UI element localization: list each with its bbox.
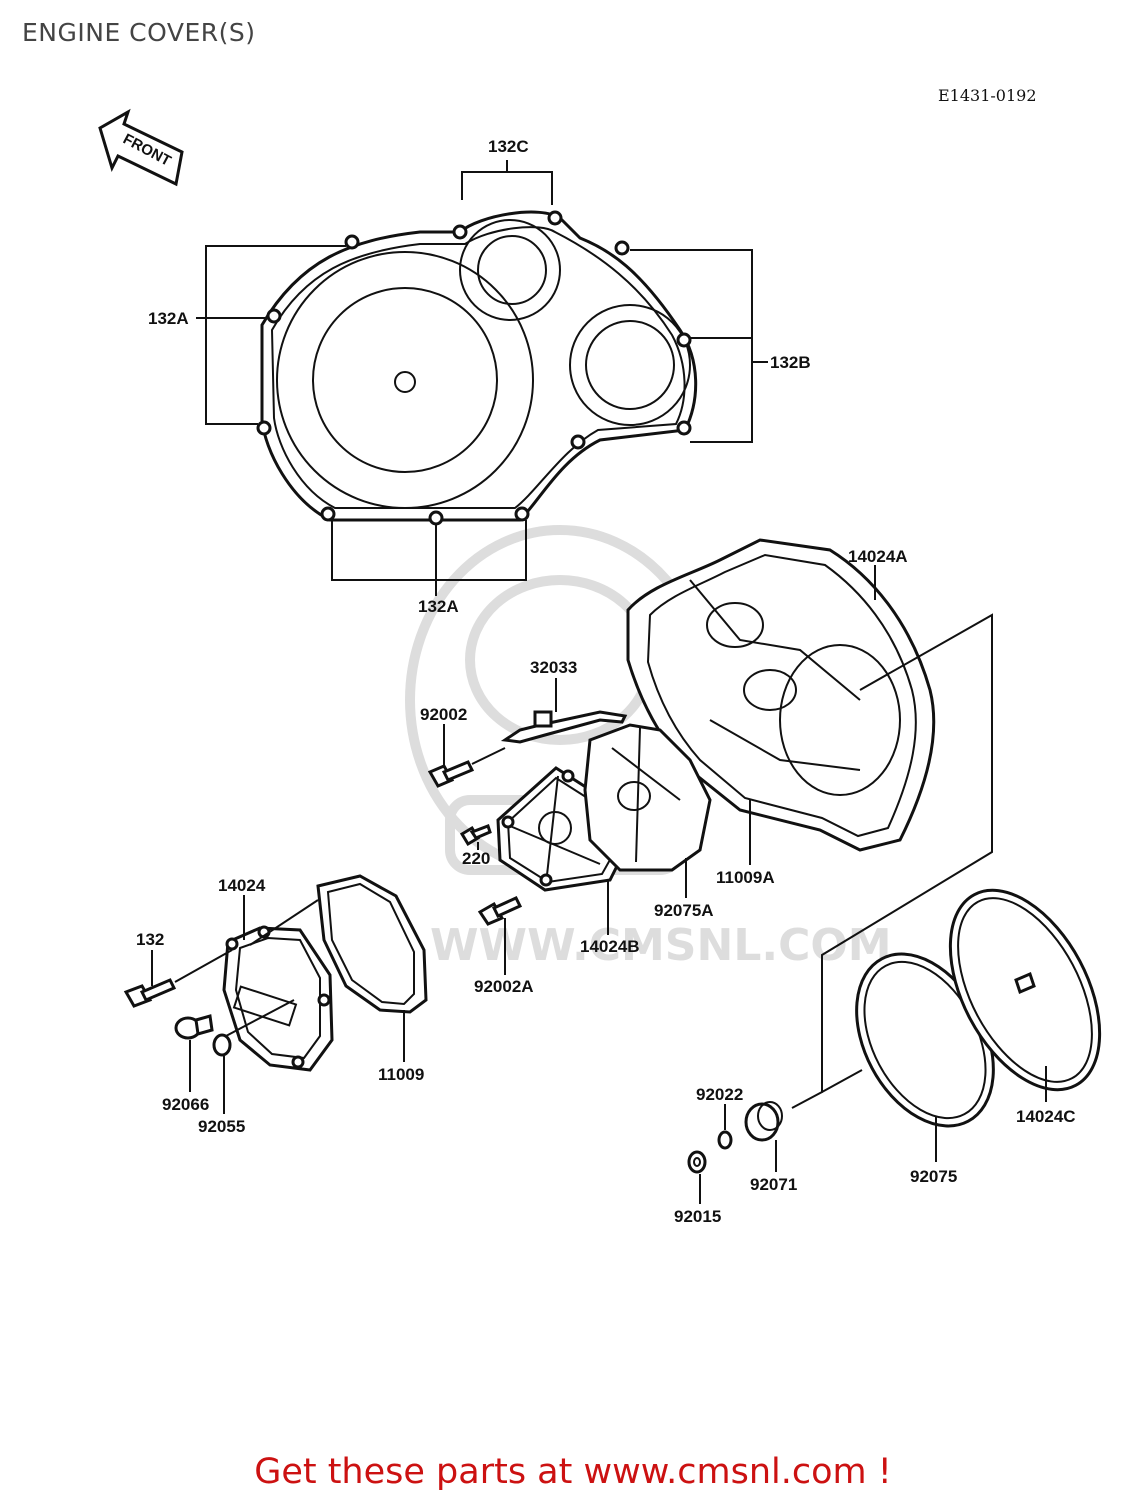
gasket-92075A [583,723,712,898]
label-92002A: 92002A [474,977,534,996]
diagram-code: E1431-0192 [938,86,1037,105]
label-132C: 132C [488,137,529,156]
label-92071: 92071 [750,1175,797,1194]
label-132A-left: 132A [148,309,189,328]
screw-220 [459,824,492,850]
label-92002: 92002 [420,705,467,724]
crankcase-cover-14024A [626,538,936,852]
page-title: ENGINE COVER(S) [22,18,256,47]
label-32033: 32033 [530,658,577,677]
label-220: 220 [462,849,490,868]
o-ring-92055 [212,999,295,1114]
label-14024B: 14024B [580,937,640,956]
small-cover-14024 [222,895,334,1072]
label-92022: 92022 [696,1085,743,1104]
engine-cover-main [256,210,698,526]
plug-92066 [174,1014,214,1092]
bolt-132 [123,949,233,1008]
label-14024: 14024 [218,876,266,895]
label-132A-bottom: 132A [418,597,459,616]
label-14024A: 14024A [848,547,908,566]
label-92075: 92075 [910,1167,957,1186]
leader-lines-right [791,613,993,1109]
gasket-11009 [249,874,428,1062]
plug-92071 [744,1101,783,1172]
label-132B: 132B [770,353,811,372]
cap-14024C [948,888,1102,1102]
label-92015: 92015 [674,1207,721,1226]
label-14024C: 14024C [1016,1107,1076,1126]
label-11009: 11009 [378,1065,424,1084]
label-92055: 92055 [198,1117,245,1136]
label-132: 132 [136,930,164,949]
front-arrow-icon: FRONT [98,108,184,187]
leader-lines-132 [196,160,768,596]
bolt-92002A [477,896,523,975]
pipe-32033 [500,678,628,744]
nut-92015 [687,1150,707,1204]
washer-92022 [717,1104,733,1150]
label-92066: 92066 [162,1095,209,1114]
bolt-92002 [427,724,506,788]
label-11009A: 11009A [716,868,775,887]
watermark-text: WWW.CMSNL.COM [430,920,892,971]
footer-link[interactable]: Get these parts at www.cmsnl.com ! [254,1452,892,1492]
label-92075A: 92075A [654,901,714,920]
